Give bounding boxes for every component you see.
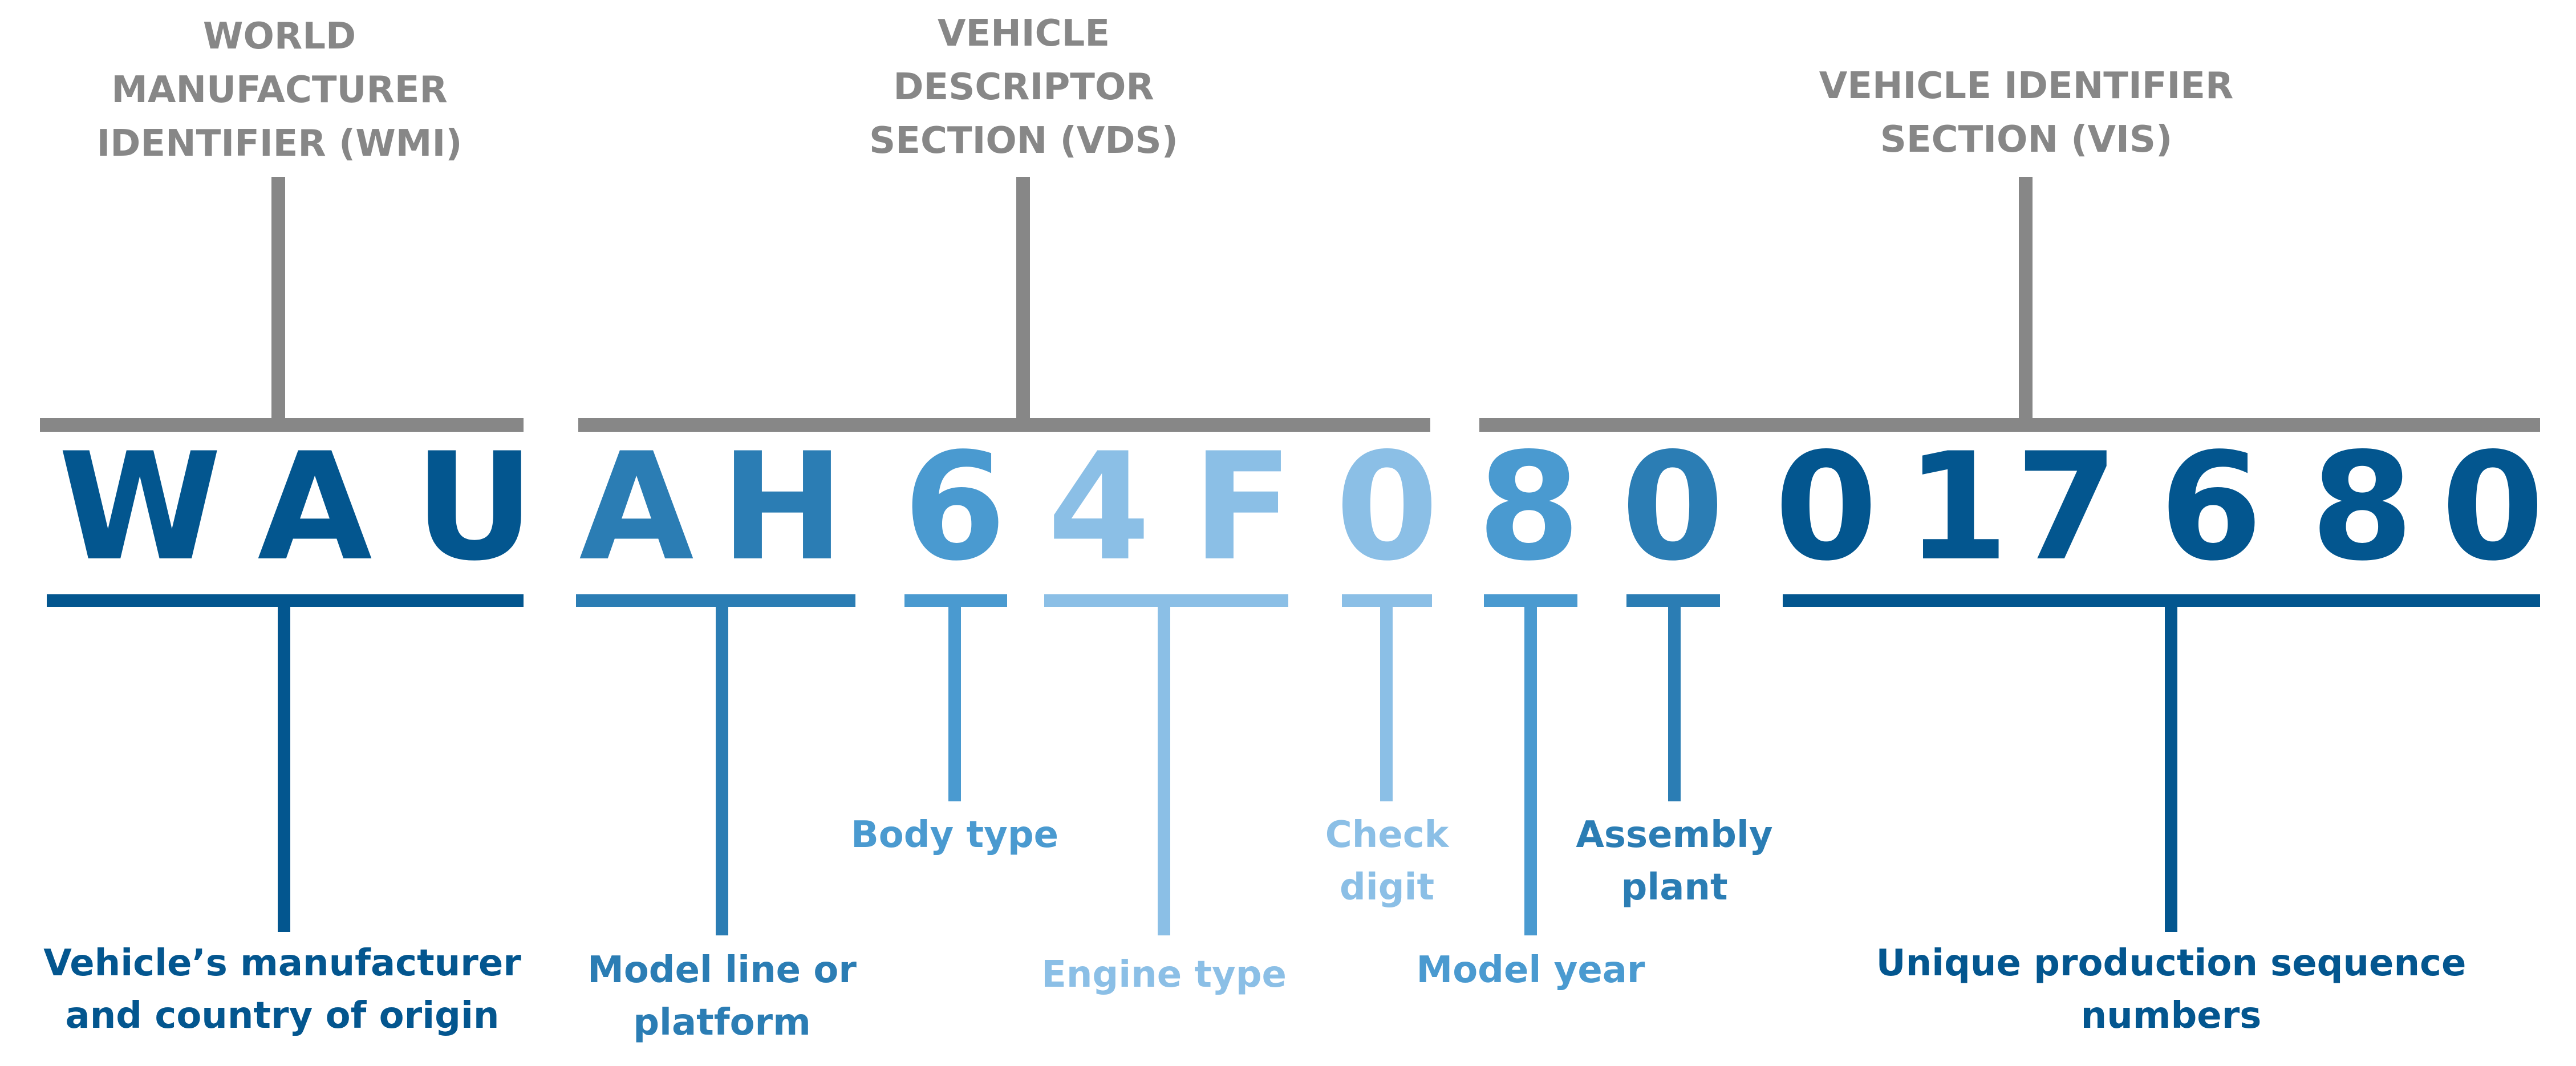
wmi-bracket-bar xyxy=(40,418,524,432)
manufacturer-connector xyxy=(278,603,290,932)
check-digit-description: Check digit xyxy=(1273,809,1501,914)
manufacturer-description: Vehicle’s manufacturer and country of or… xyxy=(23,937,542,1042)
model-line-underline xyxy=(576,594,855,607)
vin-char-13: 1 xyxy=(1905,421,2009,594)
check-digit-underline xyxy=(1342,594,1432,607)
model-line-connector xyxy=(716,603,728,935)
engine-type-underline xyxy=(1044,594,1288,607)
model-year-description: Model year xyxy=(1388,944,1673,996)
vin-char-10: 8 xyxy=(1477,421,1581,594)
manufacturer-desc-line-1: Vehicle’s manufacturer xyxy=(43,942,521,984)
vds-label-line-1: VEHICLE xyxy=(937,13,1110,55)
vin-char-11: 0 xyxy=(1621,421,1725,594)
wmi-section-label: WORLD MANUFACTURER IDENTIFIER (WMI) xyxy=(51,10,508,171)
vin-char-17: 0 xyxy=(2441,421,2545,594)
sequence-underline xyxy=(1783,594,2540,607)
model-line-desc-line-2: platform xyxy=(633,1002,811,1044)
vis-label-line-2: SECTION (VIS) xyxy=(1880,119,2173,161)
vds-bracket-stem xyxy=(1016,177,1030,419)
vin-char-9: 0 xyxy=(1335,421,1439,594)
body-type-connector xyxy=(948,603,961,801)
vin-char-8: F xyxy=(1192,421,1293,594)
manufacturer-desc-line-2: and country of origin xyxy=(65,995,500,1037)
body-type-underline xyxy=(904,594,1007,607)
check-digit-desc-line-2: digit xyxy=(1339,866,1435,909)
vis-section-label: VEHICLE IDENTIFIER SECTION (VIS) xyxy=(1770,59,2283,167)
engine-type-desc-line-1: Engine type xyxy=(1041,954,1287,996)
wmi-bracket-stem xyxy=(271,177,285,419)
vis-bracket-stem xyxy=(2019,177,2033,419)
manufacturer-underline xyxy=(47,594,524,607)
sequence-desc-line-1: Unique production sequence xyxy=(1876,942,2467,984)
vin-char-6: 6 xyxy=(903,421,1007,594)
engine-type-description: Engine type xyxy=(1021,949,1307,1001)
check-digit-connector xyxy=(1380,603,1393,801)
body-type-description: Body type xyxy=(812,809,1097,861)
model-year-desc-line-1: Model year xyxy=(1416,949,1645,991)
assembly-plant-desc-line-2: plant xyxy=(1621,866,1728,909)
wmi-label-line-1: WORLD xyxy=(202,15,356,58)
vin-char-5: H xyxy=(720,421,845,594)
vin-char-3: U xyxy=(414,421,535,594)
vds-label-line-3: SECTION (VDS) xyxy=(869,120,1178,162)
vin-char-14: 7 xyxy=(2015,421,2119,594)
vds-label-line-2: DESCRIPTOR xyxy=(893,66,1154,108)
wmi-label-line-3: IDENTIFIER (WMI) xyxy=(96,123,463,165)
vin-char-7: 4 xyxy=(1047,421,1151,594)
vin-char-12: 0 xyxy=(1774,421,1878,594)
sequence-connector xyxy=(2165,603,2177,932)
body-type-desc-line-1: Body type xyxy=(850,814,1059,856)
vis-label-line-1: VEHICLE IDENTIFIER xyxy=(1819,65,2234,107)
sequence-desc-line-2: numbers xyxy=(2080,995,2262,1037)
vis-bracket-bar xyxy=(1479,418,2540,432)
vds-section-label: VEHICLE DESCRIPTOR SECTION (VDS) xyxy=(796,7,1252,168)
vin-char-15: 6 xyxy=(2159,421,2263,594)
sequence-description: Unique production sequence numbers xyxy=(1843,937,2499,1042)
model-line-description: Model line or platform xyxy=(551,944,893,1049)
check-digit-desc-line-1: Check xyxy=(1325,814,1449,856)
vin-char-4: A xyxy=(579,421,694,594)
assembly-plant-desc-line-1: Assembly xyxy=(1576,814,1773,856)
model-year-underline xyxy=(1484,594,1577,607)
assembly-plant-description: Assembly plant xyxy=(1560,809,1788,914)
vin-char-16: 8 xyxy=(2310,421,2414,594)
vin-char-1: W xyxy=(58,421,222,594)
model-line-desc-line-1: Model line or xyxy=(587,949,857,991)
engine-type-connector xyxy=(1158,603,1170,935)
wmi-label-line-2: MANUFACTURER xyxy=(111,69,448,111)
assembly-plant-underline xyxy=(1626,594,1720,607)
vds-bracket-bar xyxy=(578,418,1430,432)
vin-char-2: A xyxy=(257,421,372,594)
model-year-connector xyxy=(1524,603,1537,935)
assembly-plant-connector xyxy=(1668,603,1681,801)
